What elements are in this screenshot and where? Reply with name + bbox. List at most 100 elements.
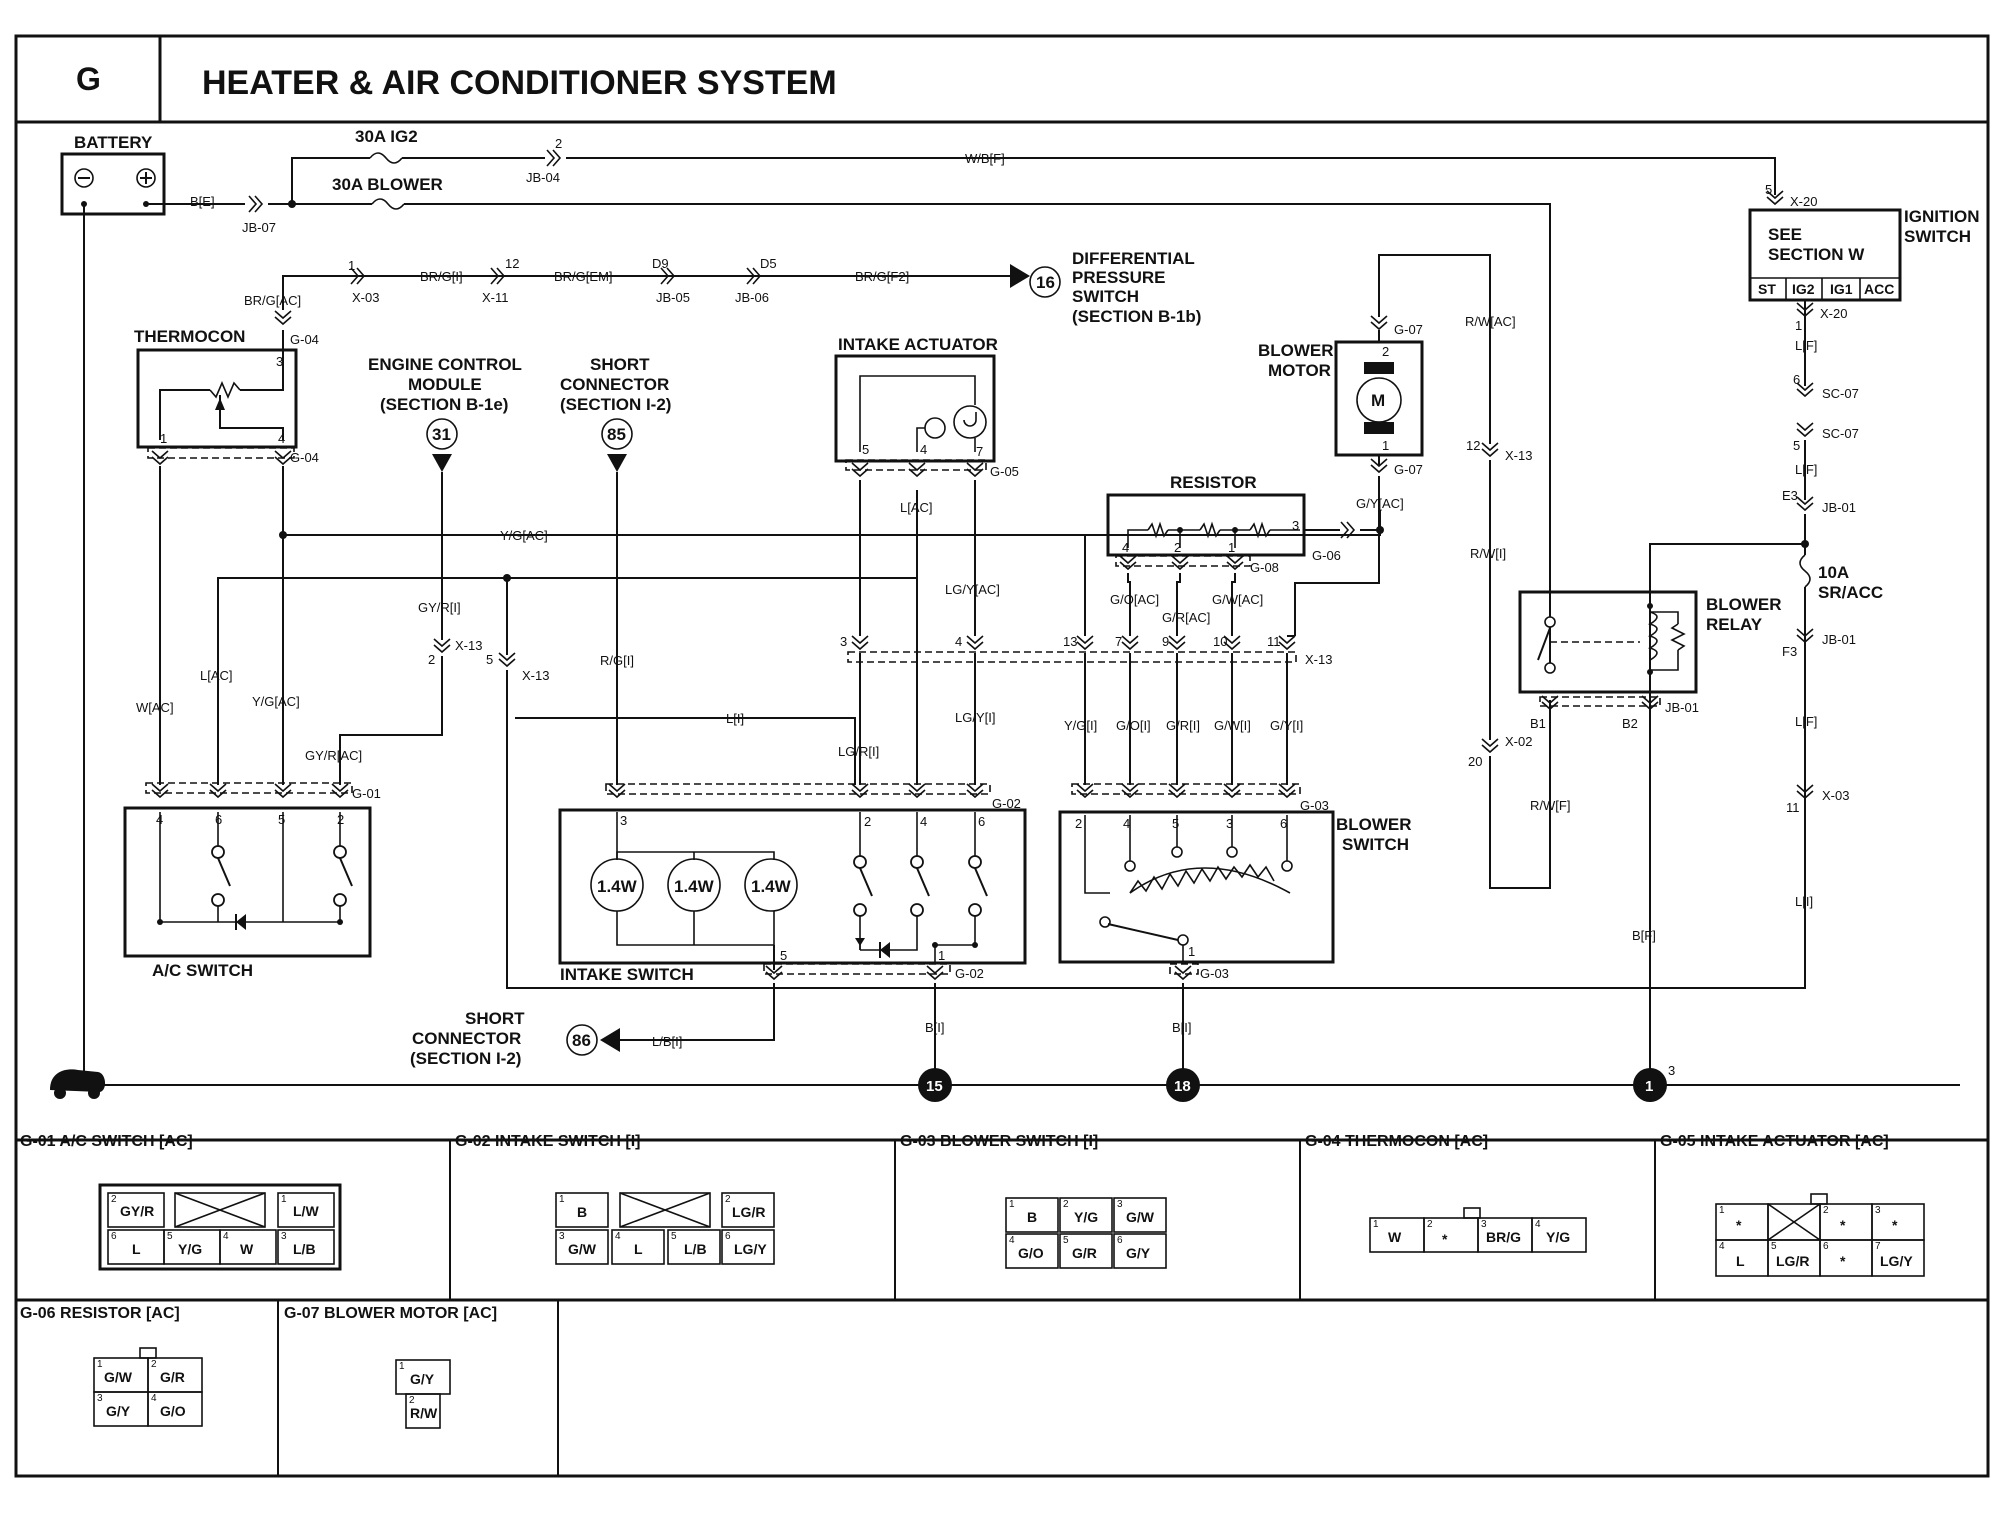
ref-number: 31: [432, 425, 451, 444]
page-title: HEATER & AIR CONDITIONER SYSTEM: [202, 64, 837, 102]
svg-text:1: 1: [1228, 540, 1235, 555]
svg-text:10: 10: [1213, 634, 1227, 649]
svg-text:L/W: L/W: [293, 1203, 319, 1219]
ref-number: 86: [572, 1031, 591, 1050]
svg-text:5: 5: [1765, 182, 1772, 197]
svg-text:ACC: ACC: [1864, 281, 1894, 297]
svg-text:GY/R: GY/R: [120, 1203, 154, 1219]
svg-text:6: 6: [1280, 816, 1287, 831]
svg-text:B2: B2: [1622, 716, 1638, 731]
svg-text:6: 6: [111, 1231, 117, 1242]
lamp-icon: [744, 858, 798, 912]
svg-text:1: 1: [1645, 1078, 1653, 1095]
svg-text:F3: F3: [1782, 644, 1797, 659]
svg-text:3: 3: [276, 354, 283, 369]
svg-text:Y/G: Y/G: [1074, 1209, 1098, 1225]
svg-text:20: 20: [1468, 754, 1482, 769]
wire-label: B[I]: [1172, 1020, 1192, 1035]
svg-text:3: 3: [1292, 518, 1299, 533]
svg-text:6: 6: [725, 1231, 731, 1242]
fuse-label: SR/ACC: [1818, 583, 1883, 602]
wire-label: Y/G[AC]: [500, 528, 548, 543]
ac-switch-label: A/C SWITCH: [152, 961, 253, 980]
wire-label: BR/G[AC]: [244, 293, 301, 308]
svg-text:IGNITION: IGNITION: [1904, 207, 1980, 226]
svg-text:2: 2: [151, 1359, 157, 1370]
svg-text:(SECTION B-1e): (SECTION B-1e): [380, 395, 508, 414]
svg-text:W: W: [240, 1241, 254, 1257]
motor-icon: [1356, 377, 1402, 423]
svg-text:3: 3: [1117, 1199, 1123, 1210]
wire-label: L/B[I]: [652, 1034, 682, 1049]
svg-text:IG2: IG2: [1792, 281, 1815, 297]
svg-text:G/Y: G/Y: [1126, 1245, 1151, 1261]
wire-label: R/W[I]: [1470, 546, 1506, 561]
svg-text:SHORT: SHORT: [590, 355, 650, 374]
wire-label: LG/R[I]: [838, 744, 879, 759]
svg-text:1: 1: [160, 431, 167, 446]
intake-switch-label: INTAKE SWITCH: [560, 965, 694, 984]
wire-label: GY/R[AC]: [305, 748, 362, 763]
svg-text:2: 2: [555, 136, 562, 151]
svg-text:1: 1: [1188, 944, 1195, 959]
svg-text:L: L: [1736, 1253, 1745, 1269]
svg-text:11: 11: [1267, 634, 1281, 649]
wire-label: BR/G[EM]: [554, 269, 613, 284]
svg-text:4: 4: [1719, 1241, 1725, 1252]
svg-text:5: 5: [1172, 816, 1179, 831]
svg-text:SWITCH: SWITCH: [1342, 835, 1409, 854]
svg-text:5: 5: [1063, 1235, 1069, 1246]
svg-text:G-04 THERMOCON [AC]: G-04 THERMOCON [AC]: [1305, 1133, 1488, 1150]
wire-label: Y/G[I]: [1064, 718, 1097, 733]
svg-text:18: 18: [1174, 1078, 1191, 1095]
svg-text:3: 3: [1875, 1205, 1881, 1216]
svg-text:*: *: [1840, 1217, 1846, 1233]
battery: BATTERY: [60, 133, 166, 216]
svg-text:G/W: G/W: [1126, 1209, 1155, 1225]
connector-view-g01: G-01 A/C SWITCH [AC] 2GY/R 1L/W 6L 5Y/G …: [20, 1133, 342, 1271]
svg-text:SWITCH: SWITCH: [1904, 227, 1971, 246]
diff-pressure-label: DIFFERENTIAL PRESSURE SWITCH (SECTION B-…: [1072, 249, 1201, 326]
svg-text:BLOWER: BLOWER: [1336, 815, 1412, 834]
thermocon-label: THERMOCON: [134, 327, 245, 346]
ref-circle-16: [1029, 266, 1061, 298]
svg-text:1: 1: [399, 1361, 405, 1372]
connector-label: G-07: [1394, 322, 1423, 337]
connector-label: G-06: [1312, 548, 1341, 563]
svg-text:2: 2: [428, 652, 435, 667]
svg-text:4: 4: [223, 1231, 229, 1242]
svg-text:MODULE: MODULE: [408, 375, 482, 394]
ref-circle-31: [426, 418, 458, 450]
svg-text:ENGINE CONTROL: ENGINE CONTROL: [368, 355, 522, 374]
svg-text:LG/R: LG/R: [732, 1204, 765, 1220]
svg-text:4: 4: [920, 814, 927, 829]
svg-text:3: 3: [281, 1231, 287, 1242]
svg-text:(SECTION B-1b): (SECTION B-1b): [1072, 307, 1201, 326]
svg-text:B1: B1: [1530, 716, 1546, 731]
svg-text:G/O: G/O: [1018, 1245, 1044, 1261]
svg-text:L: L: [132, 1241, 141, 1257]
connector-label: G-03: [1200, 966, 1229, 981]
svg-text:CONNECTOR: CONNECTOR: [412, 1029, 521, 1048]
svg-text:BLOWER: BLOWER: [1706, 595, 1782, 614]
svg-text:G/O: G/O: [160, 1403, 186, 1419]
svg-text:G/Y: G/Y: [410, 1371, 435, 1387]
ref-circle-85: [601, 418, 633, 450]
svg-text:1: 1: [1719, 1205, 1725, 1216]
svg-text:12: 12: [505, 256, 519, 271]
svg-text:CONNECTOR: CONNECTOR: [560, 375, 669, 394]
wire-label: GY/R[I]: [418, 600, 461, 615]
wire-label: L[F]: [1795, 714, 1817, 729]
short-connector-bottom-label: SHORT CONNECTOR (SECTION I-2): [410, 1009, 525, 1068]
svg-text:LG/Y: LG/Y: [734, 1241, 767, 1257]
connector-label: G-03: [1300, 798, 1329, 813]
wire-label: B[I]: [925, 1020, 945, 1035]
svg-text:9: 9: [1162, 634, 1169, 649]
wire-label: B[F]: [1632, 928, 1656, 943]
connector-label: X-02: [1505, 734, 1532, 749]
wire-label: G/R[I]: [1166, 718, 1200, 733]
